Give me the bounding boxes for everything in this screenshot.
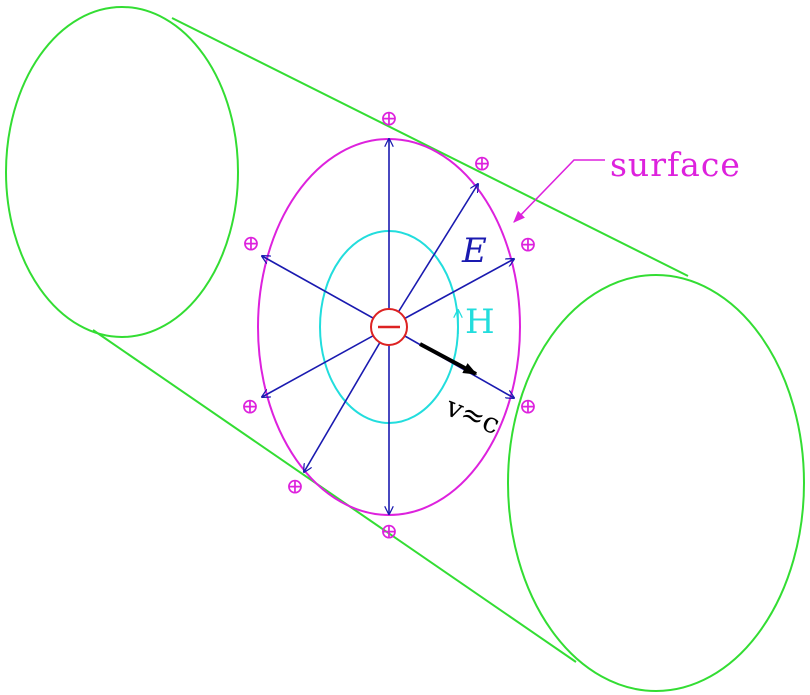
- e-field-arrow-up-left: [262, 256, 390, 328]
- e-field-arrows: [262, 139, 514, 514]
- circled-plus-icon: ⊕: [473, 152, 491, 177]
- e-field-arrow-left: [262, 326, 390, 397]
- surface-callout: surface: [513, 145, 741, 223]
- circled-plus-icon: ⊕: [242, 232, 260, 257]
- surface-label: surface: [610, 145, 741, 184]
- cylinder-bottom-edge: [92, 329, 577, 663]
- positive-charges: ⊕ ⊕ ⊕ ⊕ ⊕ ⊕ ⊕ ⊕: [241, 107, 537, 545]
- velocity-label: v≈c: [440, 390, 504, 442]
- velocity-arrow: [419, 342, 478, 376]
- circled-plus-icon: ⊕: [380, 520, 398, 545]
- e-field-arrow-down-left: [304, 326, 390, 472]
- e-field-label: E: [461, 231, 487, 271]
- circled-plus-icon: ⊕: [380, 107, 398, 132]
- cylinder-top-edge: [171, 17, 689, 277]
- circled-plus-icon: ⊕: [286, 475, 304, 500]
- circled-plus-icon: ⊕: [241, 395, 259, 420]
- circled-plus-icon: ⊕: [519, 233, 537, 258]
- cylinder: [5, 6, 805, 692]
- e-field-arrow-right: [388, 259, 514, 328]
- h-field-label: H: [465, 302, 495, 342]
- cylinder-back-end: [5, 6, 239, 338]
- cylinder-front-end: [507, 274, 805, 692]
- circled-plus-icon: ⊕: [519, 395, 537, 420]
- negative-charge: [370, 308, 408, 346]
- e-field-arrow-up-right: [388, 184, 478, 328]
- surface-pointer: [513, 159, 605, 223]
